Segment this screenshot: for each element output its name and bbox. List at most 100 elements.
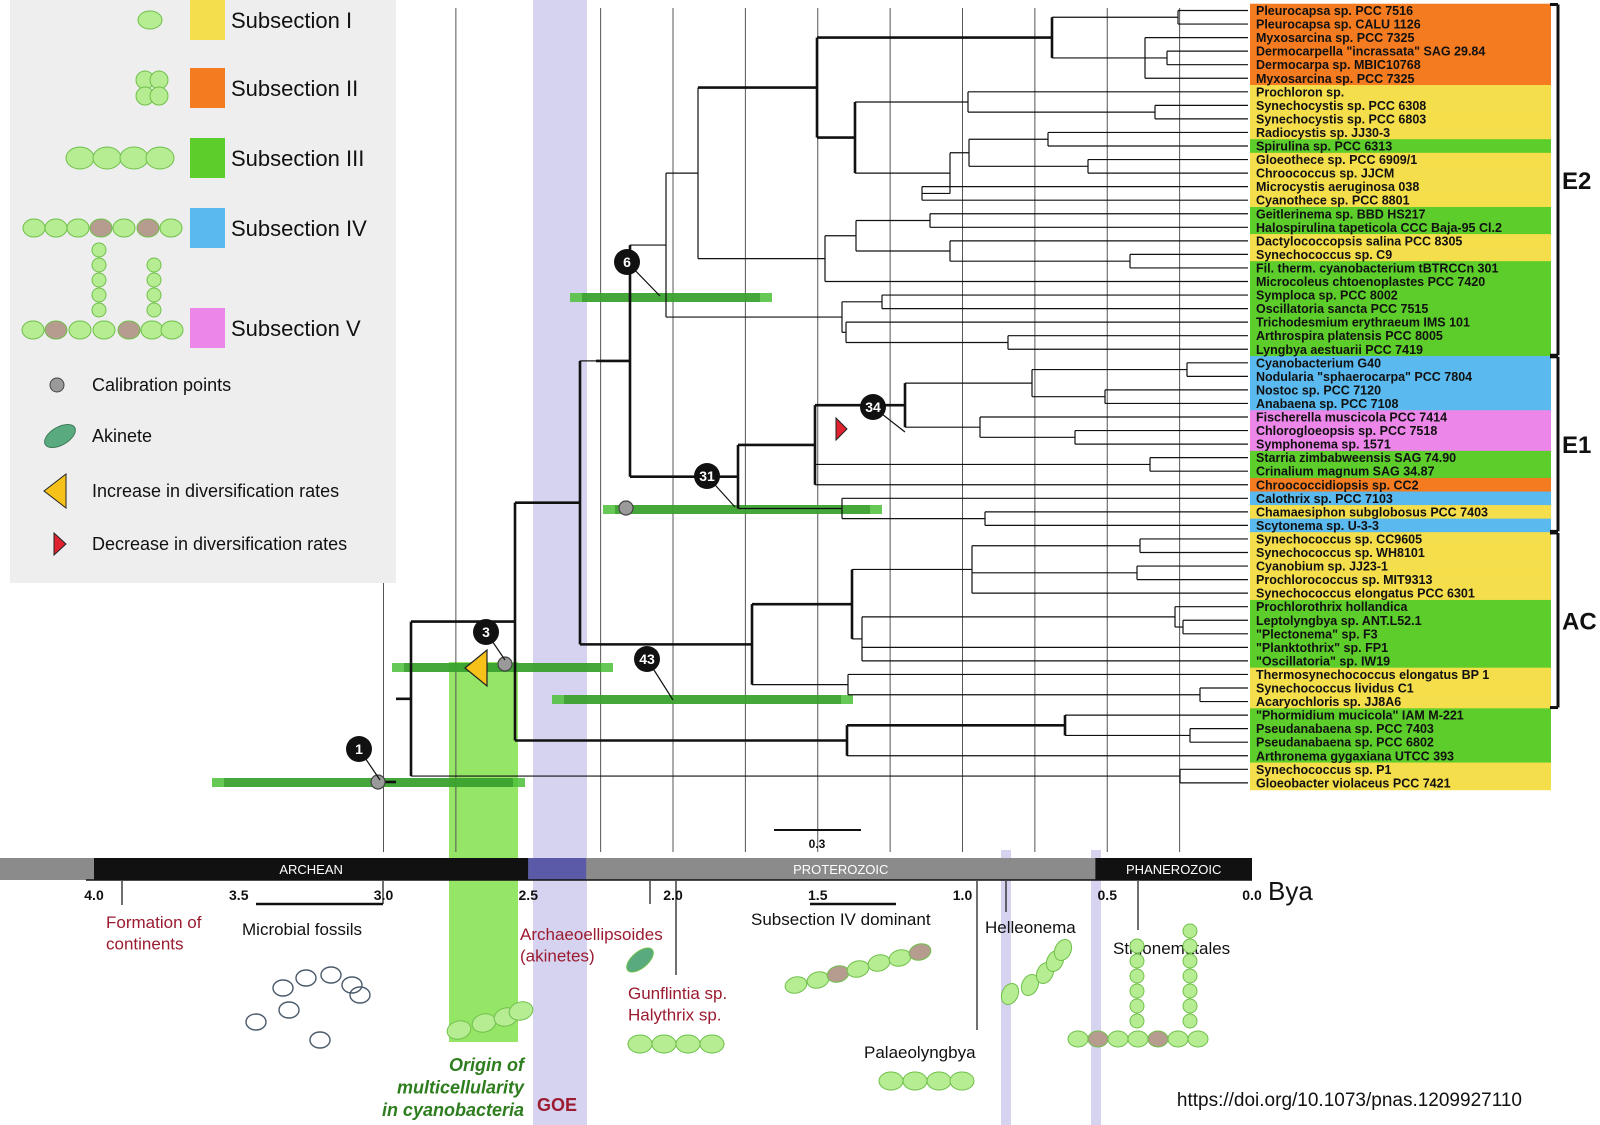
taxon-label: Microcoleus chtoenoplastes PCC 7420 bbox=[1256, 275, 1485, 289]
cell-cluster-icon bbox=[149, 70, 169, 90]
taxon-label: Nodularia "sphaerocarpa" PCC 7804 bbox=[1256, 370, 1472, 384]
taxon-label: Prochloron sp. bbox=[1256, 85, 1344, 99]
doi-link[interactable]: https://doi.org/10.1073/pnas.1209927110 bbox=[1176, 1090, 1522, 1111]
fossil-cell bbox=[1182, 998, 1198, 1014]
taxon-color-box bbox=[1250, 491, 1551, 506]
event-label-line: Origin of bbox=[449, 1055, 526, 1075]
branching-filament-icon bbox=[21, 320, 45, 340]
taxon-label: Prochlorothrix hollandica bbox=[1256, 600, 1408, 614]
clade-bracket: AC bbox=[1550, 531, 1597, 710]
taxon-color-box bbox=[1250, 247, 1551, 262]
taxon-label: Dactylococcopsis salina PCC 8305 bbox=[1256, 234, 1462, 248]
node-badge-label: 1 bbox=[355, 741, 363, 757]
event-label: Helleonema bbox=[985, 918, 1076, 937]
heterocyst-filament-icon bbox=[89, 218, 113, 238]
taxon-label: Gloeobacter violaceus PCC 7421 bbox=[1256, 776, 1451, 790]
node-badge-label: 3 bbox=[482, 624, 490, 640]
taxon-color-box bbox=[1250, 261, 1551, 276]
calibration-point-icon bbox=[497, 656, 513, 672]
event-label: Microbial fossils bbox=[242, 920, 362, 939]
taxon-color-box bbox=[1250, 477, 1551, 493]
legend-swatch bbox=[190, 138, 225, 178]
taxon-label: Chroococcidiopsis sp. CC2 bbox=[1256, 478, 1419, 492]
taxon-label: Pleurocapsa sp. CALU 1126 bbox=[1256, 18, 1421, 32]
fossil-cell bbox=[908, 943, 932, 961]
node-badge bbox=[473, 619, 499, 645]
microfossil-sketch bbox=[320, 966, 342, 984]
node-badge bbox=[694, 463, 720, 489]
legend-label: Subsection V bbox=[231, 316, 361, 341]
fossil-cell bbox=[699, 1034, 725, 1054]
taxon-color-box bbox=[1250, 274, 1551, 289]
event-label-line: Halythrix sp. bbox=[628, 1005, 722, 1024]
taxon-color-box bbox=[1250, 599, 1551, 615]
node-badge bbox=[860, 394, 886, 420]
taxon-color-box bbox=[1250, 748, 1551, 764]
filament-cell-icon bbox=[65, 146, 95, 170]
taxon-color-box bbox=[1250, 586, 1551, 601]
taxon-color-box bbox=[1250, 220, 1551, 235]
taxon-color-box bbox=[1250, 17, 1551, 32]
fossil-cell bbox=[949, 1071, 975, 1091]
fossil-cell bbox=[1000, 982, 1020, 1006]
fossil-cell bbox=[1182, 968, 1198, 984]
branching-filament-icon bbox=[92, 320, 116, 340]
taxon-label: Scytonema sp. U-3-3 bbox=[1256, 519, 1379, 533]
taxon-color-box bbox=[1250, 369, 1551, 384]
event-label: Archaeoellipsoides(akinetes) bbox=[520, 925, 663, 965]
event-label: Gunflintia sp.Halythrix sp. bbox=[628, 984, 727, 1024]
fossil-cell bbox=[1182, 923, 1198, 939]
filament-cell-icon bbox=[145, 146, 175, 170]
taxon-label: Fil. therm. cyanobacterium tBTRCCn 301 bbox=[1256, 261, 1498, 275]
taxon-color-box bbox=[1250, 71, 1551, 86]
scale-bar-label: 0.3 bbox=[809, 837, 826, 851]
eon-label: ARCHEAN bbox=[279, 862, 343, 877]
legend-item-symbol: Increase in diversification rates bbox=[43, 472, 339, 510]
taxon-color-box bbox=[1250, 762, 1551, 777]
branch-cell-icon bbox=[91, 272, 107, 288]
akinete-icon bbox=[44, 423, 76, 449]
taxon-label: Pseudanabaena sp. PCC 7403 bbox=[1256, 722, 1434, 736]
taxon-color-box bbox=[1250, 234, 1551, 249]
taxon-color-box bbox=[1250, 627, 1551, 642]
taxon-color-box bbox=[1250, 694, 1551, 709]
taxon-label: "Oscillatoria" sp. IW19 bbox=[1256, 654, 1390, 668]
legend-swatch bbox=[190, 308, 225, 348]
taxon-label: Myxosarcina sp. PCC 7325 bbox=[1256, 31, 1414, 45]
fossil-cell bbox=[1147, 1030, 1169, 1048]
taxon-color-box bbox=[1250, 559, 1551, 574]
grey-circle-icon bbox=[49, 377, 65, 393]
taxon-label: Arthrospira platensis PCC 8005 bbox=[1256, 329, 1443, 343]
legend-label: Subsection I bbox=[231, 8, 352, 33]
heterocyst-filament-icon bbox=[22, 218, 46, 238]
axis-tick-label: 2.5 bbox=[519, 887, 539, 903]
taxon-label: Anabaena sp. PCC 7108 bbox=[1256, 397, 1398, 411]
taxon-label: Arthronema gygaxiana UTCC 393 bbox=[1256, 749, 1454, 763]
taxon-label: Starria zimbabweensis SAG 74.90 bbox=[1256, 451, 1456, 465]
node-badge-label: 6 bbox=[623, 254, 631, 270]
branching-filament-icon bbox=[140, 320, 164, 340]
taxon-color-box bbox=[1250, 464, 1551, 479]
fossil-cell bbox=[1129, 1013, 1145, 1029]
fossil-cell bbox=[1020, 973, 1040, 997]
taxon-label: "Planktothrix" sp. FP1 bbox=[1256, 641, 1388, 655]
calibration-point-icon bbox=[370, 774, 386, 790]
taxon-label: Prochlorococcus sp. MIT9313 bbox=[1256, 573, 1432, 587]
axis-tick-label: 3.0 bbox=[374, 887, 394, 903]
taxon-label: Cyanobacterium G40 bbox=[1256, 356, 1381, 370]
axis-unit: Bya bbox=[1268, 876, 1313, 906]
event-label-line: multicellularity bbox=[397, 1078, 525, 1098]
decrease-diversification-icon bbox=[835, 416, 848, 442]
legend-label: Subsection III bbox=[231, 146, 364, 171]
cell-cluster-icon bbox=[149, 86, 169, 106]
taxon-label: Fischerella muscicola PCC 7414 bbox=[1256, 411, 1447, 425]
microfossil-sketch bbox=[245, 1013, 267, 1031]
fossil-cell bbox=[1129, 968, 1145, 984]
event-label-line: Archaeoellipsoides bbox=[520, 925, 663, 944]
eon-label: PROTEROZOIC bbox=[793, 862, 888, 877]
taxon-color-box bbox=[1250, 139, 1551, 154]
taxon-color-box bbox=[1250, 85, 1551, 100]
taxon-label: Pseudanabaena sp. PCC 6802 bbox=[1256, 736, 1434, 750]
microfossil-sketch bbox=[272, 979, 294, 997]
taxon-label: Nostoc sp. PCC 7120 bbox=[1256, 383, 1381, 397]
